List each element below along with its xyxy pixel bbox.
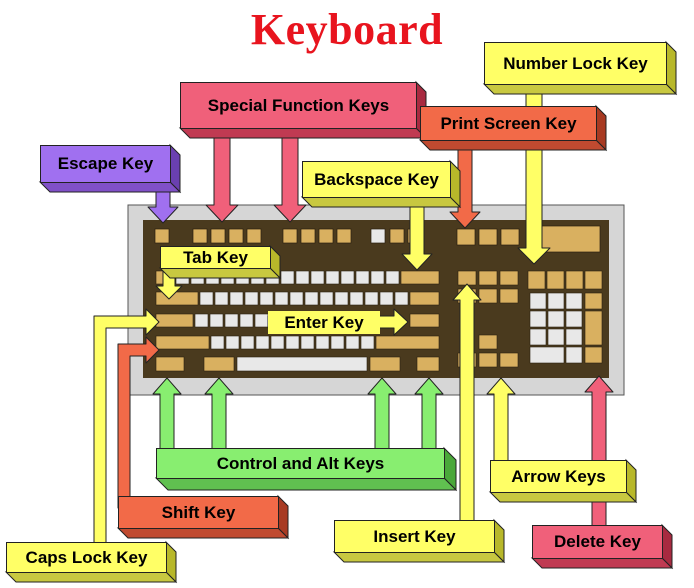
number-lock-label: Number Lock Key [484,42,667,85]
shift-arrow [117,336,160,509]
control-alt-keys-label: Control and Alt Keys [156,448,445,479]
enter-key-label: Enter Key [268,311,380,334]
control-arrow-left [152,377,182,451]
print-screen-arrow [449,139,481,229]
arrow-keys-label: Arrow Keys [490,460,627,493]
special-function-arrow-right [273,131,307,223]
escape-key-label: Escape Key [40,145,171,183]
insert-arrow [452,283,482,527]
special-function-arrow-left [205,131,239,223]
alt-arrow-left [204,377,234,451]
backspace-key-label: Backspace Key [302,161,451,198]
delete-key-label: Delete Key [532,525,663,559]
special-function-keys-label: Special Function Keys [180,82,417,129]
delete-arrow [584,375,614,535]
caps-lock-arrow [93,308,160,551]
arrow-keys-arrow [486,377,516,467]
control-arrow-right [414,377,444,451]
print-screen-label: Print Screen Key [420,106,597,141]
diagram-title: Keyboard [250,5,444,54]
alt-arrow-right [367,377,397,451]
keyboard-illustration [127,204,625,396]
tab-key-label: Tab Key [160,246,271,269]
insert-key-label: Insert Key [334,520,495,553]
shift-key-label: Shift Key [118,496,279,529]
caps-lock-key-label: Caps Lock Key [6,542,167,573]
